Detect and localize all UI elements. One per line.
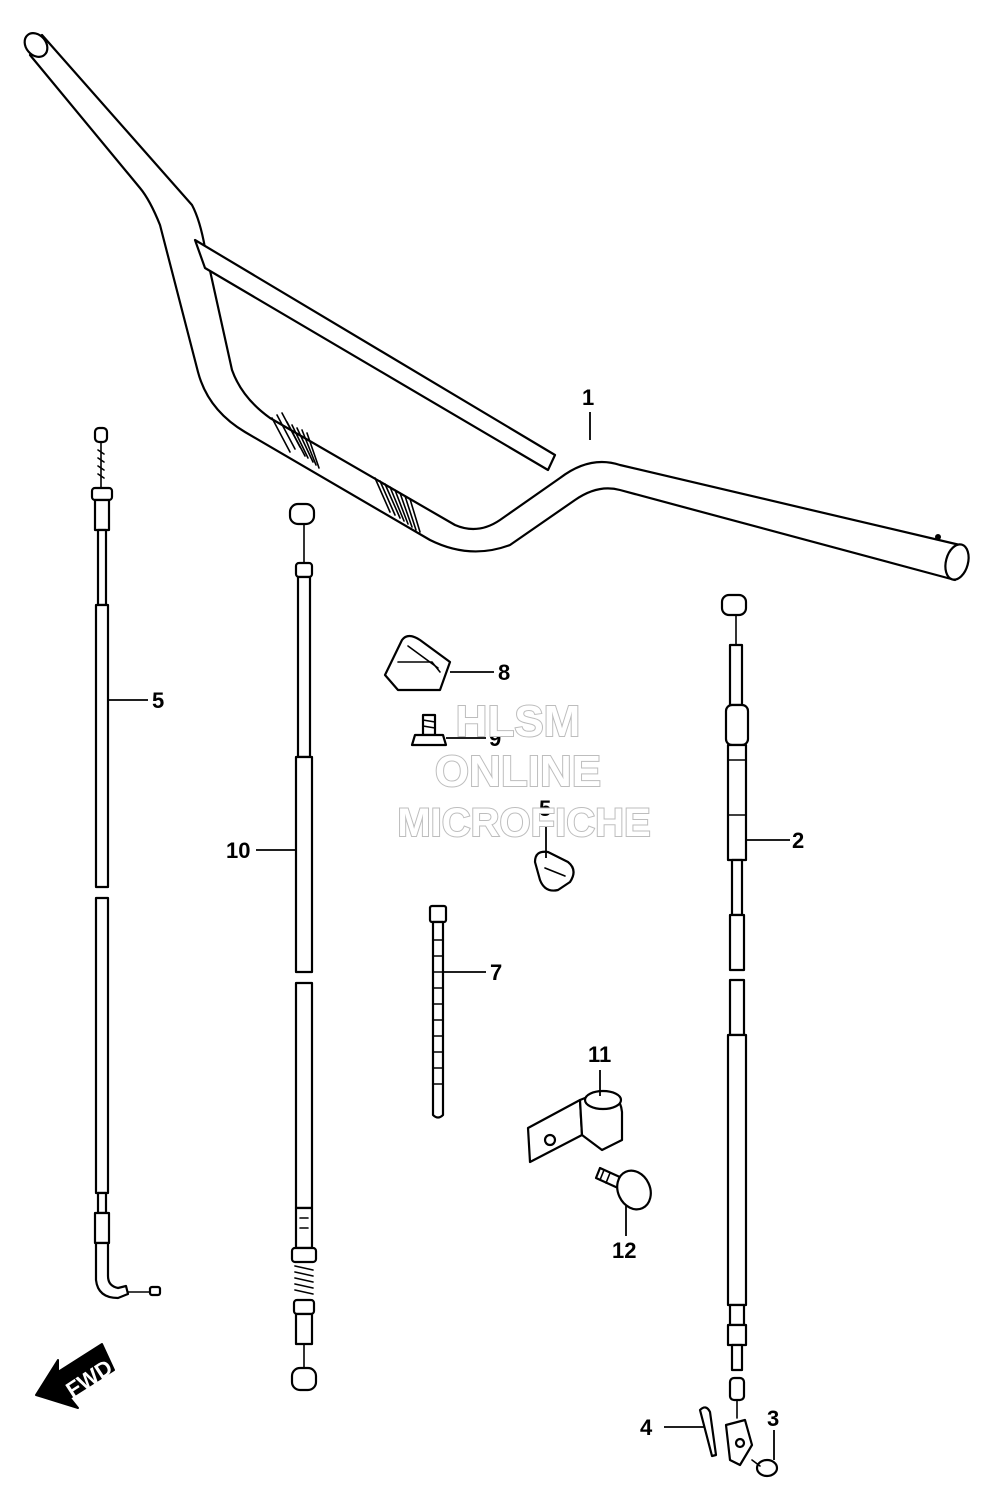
watermark-line-1: HLSM [456, 697, 581, 746]
knurl-left [271, 412, 320, 469]
callout-7: 7 [490, 960, 502, 985]
part-6-cable[interactable]: 5 [90, 426, 164, 1300]
callout-6: 5 [152, 688, 164, 713]
callout-5: 5 [539, 796, 551, 821]
part-5-clip[interactable]: 5 [533, 796, 575, 892]
callout-9: 9 [489, 726, 501, 751]
callout-12: 12 [612, 1238, 636, 1263]
watermark-line-2: ONLINE [435, 747, 601, 796]
part-9-bolt[interactable]: 9 [410, 713, 501, 751]
part-12-bolt[interactable]: 12 [594, 1165, 657, 1263]
knurl-right [374, 477, 421, 533]
callout-4: 4 [640, 1415, 653, 1440]
part-11-bracket[interactable]: 11 [526, 1042, 624, 1164]
part-3-pin[interactable]: 3 [724, 1406, 779, 1478]
fwd-arrow-icon: FWD [35, 1343, 117, 1409]
callout-11: 11 [588, 1042, 611, 1067]
watermark: HLSM ONLINE MICROFICHE [396, 696, 651, 846]
part-8-clamp[interactable]: 8 [383, 634, 510, 692]
callout-8: 8 [498, 660, 510, 685]
part-2-cable[interactable]: 2 [720, 593, 804, 1419]
callout-10: 10 [226, 838, 250, 863]
watermark-line-3: MICROFICHE [397, 801, 650, 845]
part-10-cable[interactable]: 10 [226, 502, 318, 1392]
part-7-cable-tie[interactable]: 7 [428, 904, 502, 1119]
callout-3: 3 [767, 1406, 779, 1431]
part-1-handlebar[interactable]: 1 [20, 29, 972, 583]
part-4-cotter-pin[interactable]: 4 [640, 1406, 718, 1458]
callout-2: 2 [792, 828, 804, 853]
callout-1: 1 [582, 385, 594, 410]
